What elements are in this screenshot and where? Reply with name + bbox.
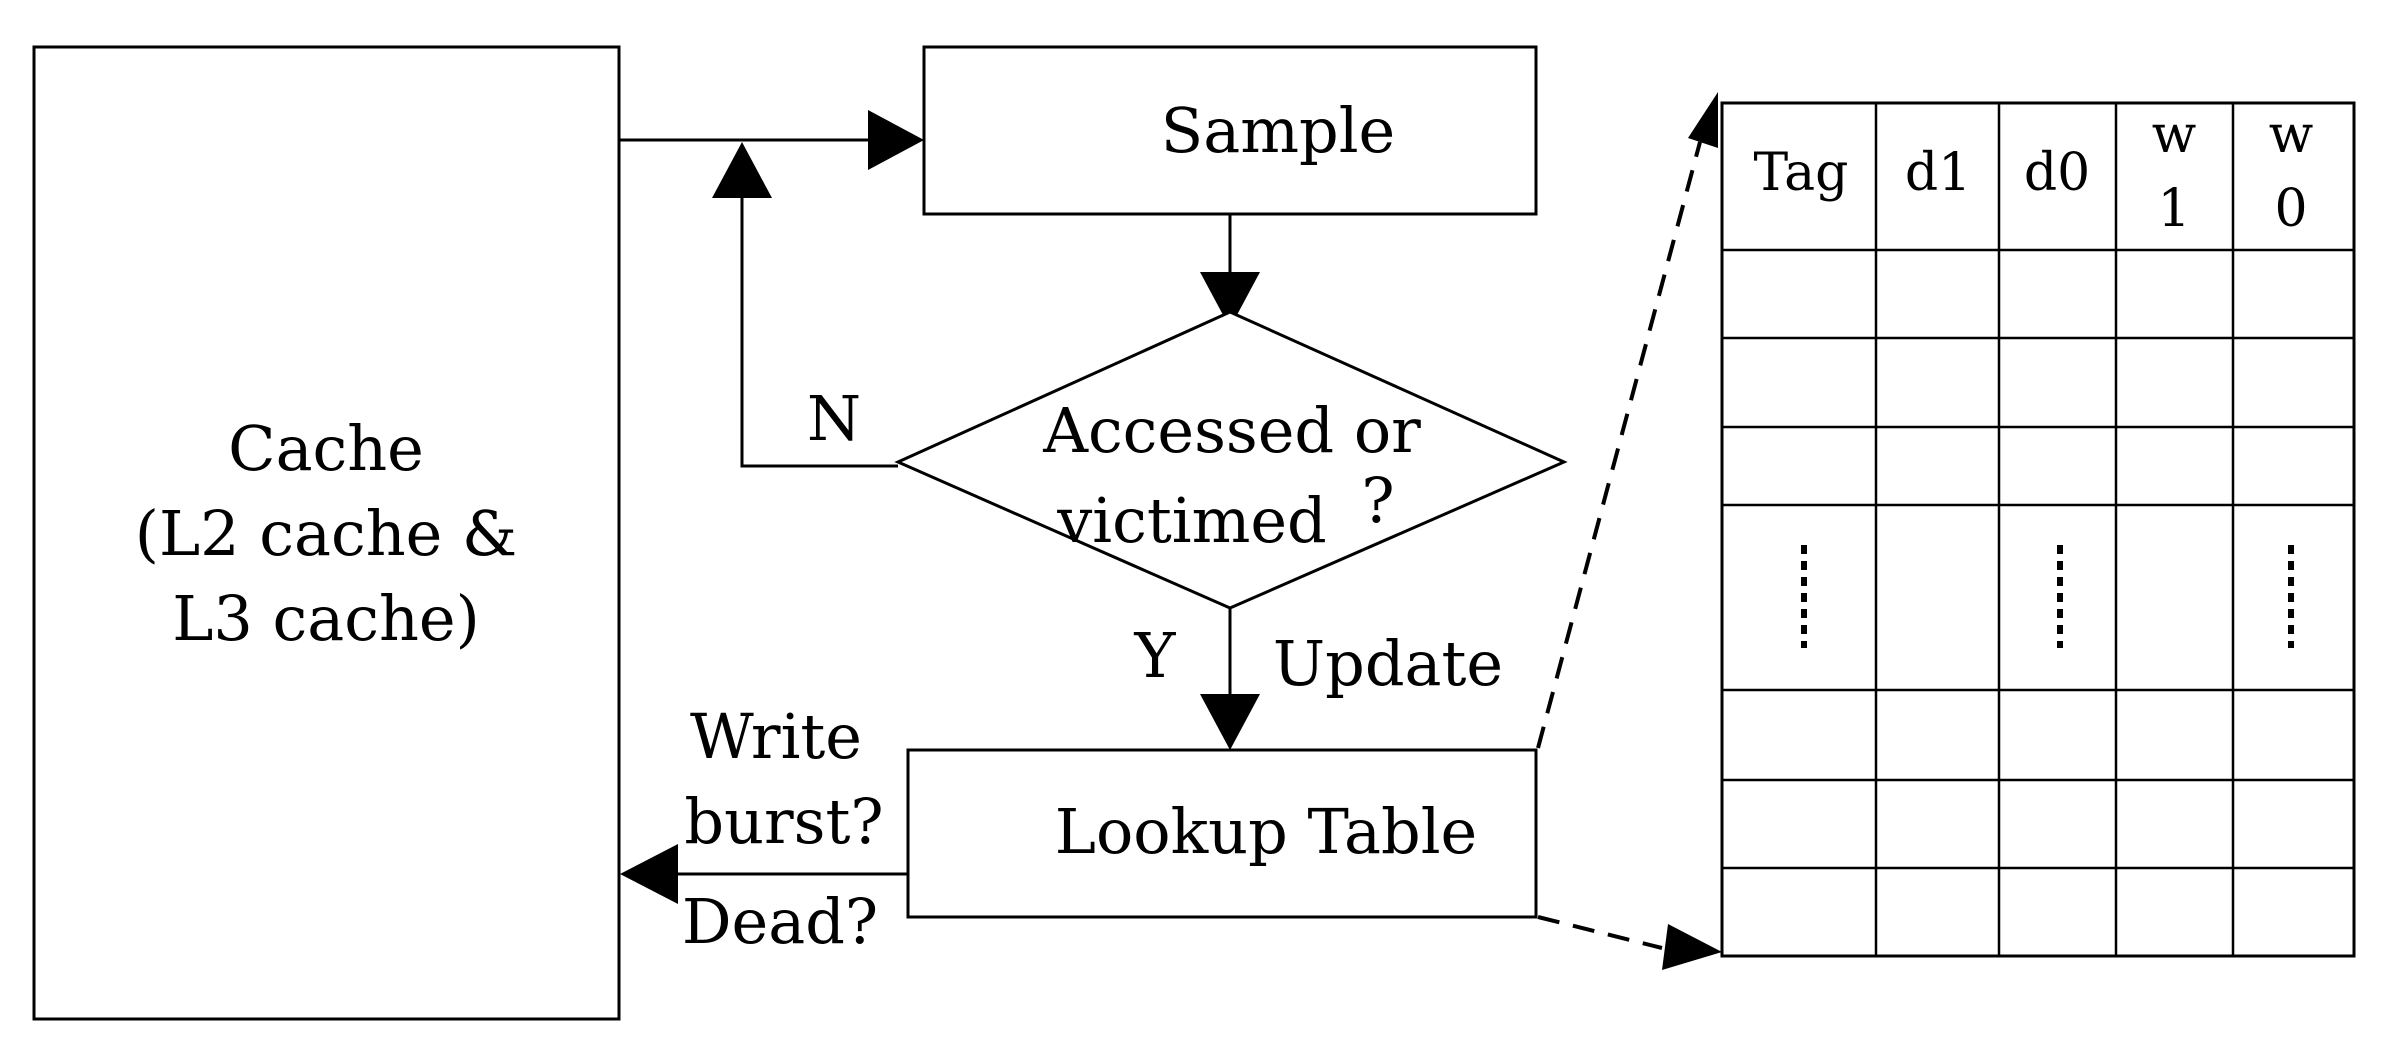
table-header-w0-bottom: 0 (2274, 179, 2307, 239)
cache-box-subtitle-line1: (L2 cache & (135, 497, 517, 570)
expansion-arrow-top (1536, 141, 1702, 749)
arrowhead-right (868, 110, 924, 170)
expansion-arrow-bottom (1537, 915, 1663, 950)
table-header-w1-bottom: 1 (2157, 179, 2190, 239)
yes-branch-label: Y (1134, 619, 1177, 692)
arrowhead-down (1200, 272, 1260, 328)
dead-label: Dead? (682, 885, 878, 958)
sample-box-label: Sample (1161, 94, 1395, 167)
decision-diamond: Accessed or victimed ? (894, 310, 1568, 610)
update-label: Update (1273, 627, 1503, 700)
decision-label-line2: victimed (1056, 484, 1327, 557)
lookup-table-box-frame (906, 748, 1538, 919)
table-header-w1-top: w (2152, 105, 2197, 165)
expansion-arrows (1536, 92, 1722, 970)
lookup-table-box-label: Lookup Table (1055, 795, 1477, 868)
lookup-to-cache-arrow: Write burst? Dead? (620, 700, 908, 958)
table-header-w0-top: w (2269, 105, 2314, 165)
table-frame (1720, 101, 2356, 958)
cache-to-sample-arrow (619, 110, 924, 170)
table-header-tag: Tag (1754, 143, 1849, 203)
arrowhead-up (712, 142, 772, 198)
sample-box: Sample (922, 45, 1538, 216)
arrowhead-up-right (1688, 92, 1718, 148)
cache-box-frame (32, 45, 621, 1021)
lookup-table-box: Lookup Table (906, 748, 1538, 919)
cache-box: Cache (L2 cache & L3 cache) (32, 45, 621, 1021)
burst-label: burst? (684, 785, 883, 858)
yes-branch-arrow: Y Update (1134, 608, 1503, 750)
sample-to-decision-arrow (1200, 214, 1260, 328)
table-header-d0: d0 (2024, 143, 2090, 203)
table-header-d1: d1 (1905, 143, 1971, 203)
arrowhead-left (620, 844, 678, 904)
no-branch-label: N (807, 382, 861, 455)
lookup-table-detail: Tag d1 d0 w 1 w 0 (1720, 101, 2356, 958)
decision-label-line1: Accessed or (1042, 394, 1421, 467)
no-branch-arrow: N (712, 142, 898, 468)
cache-box-title: Cache (228, 412, 424, 485)
cache-box-subtitle-line2: L3 cache) (172, 582, 480, 655)
arrowhead-down (1200, 694, 1260, 750)
decision-question-mark: ? (1361, 464, 1394, 537)
sample-box-frame (922, 45, 1538, 216)
write-label: Write (690, 700, 862, 773)
arrowhead-down-right (1662, 924, 1722, 970)
